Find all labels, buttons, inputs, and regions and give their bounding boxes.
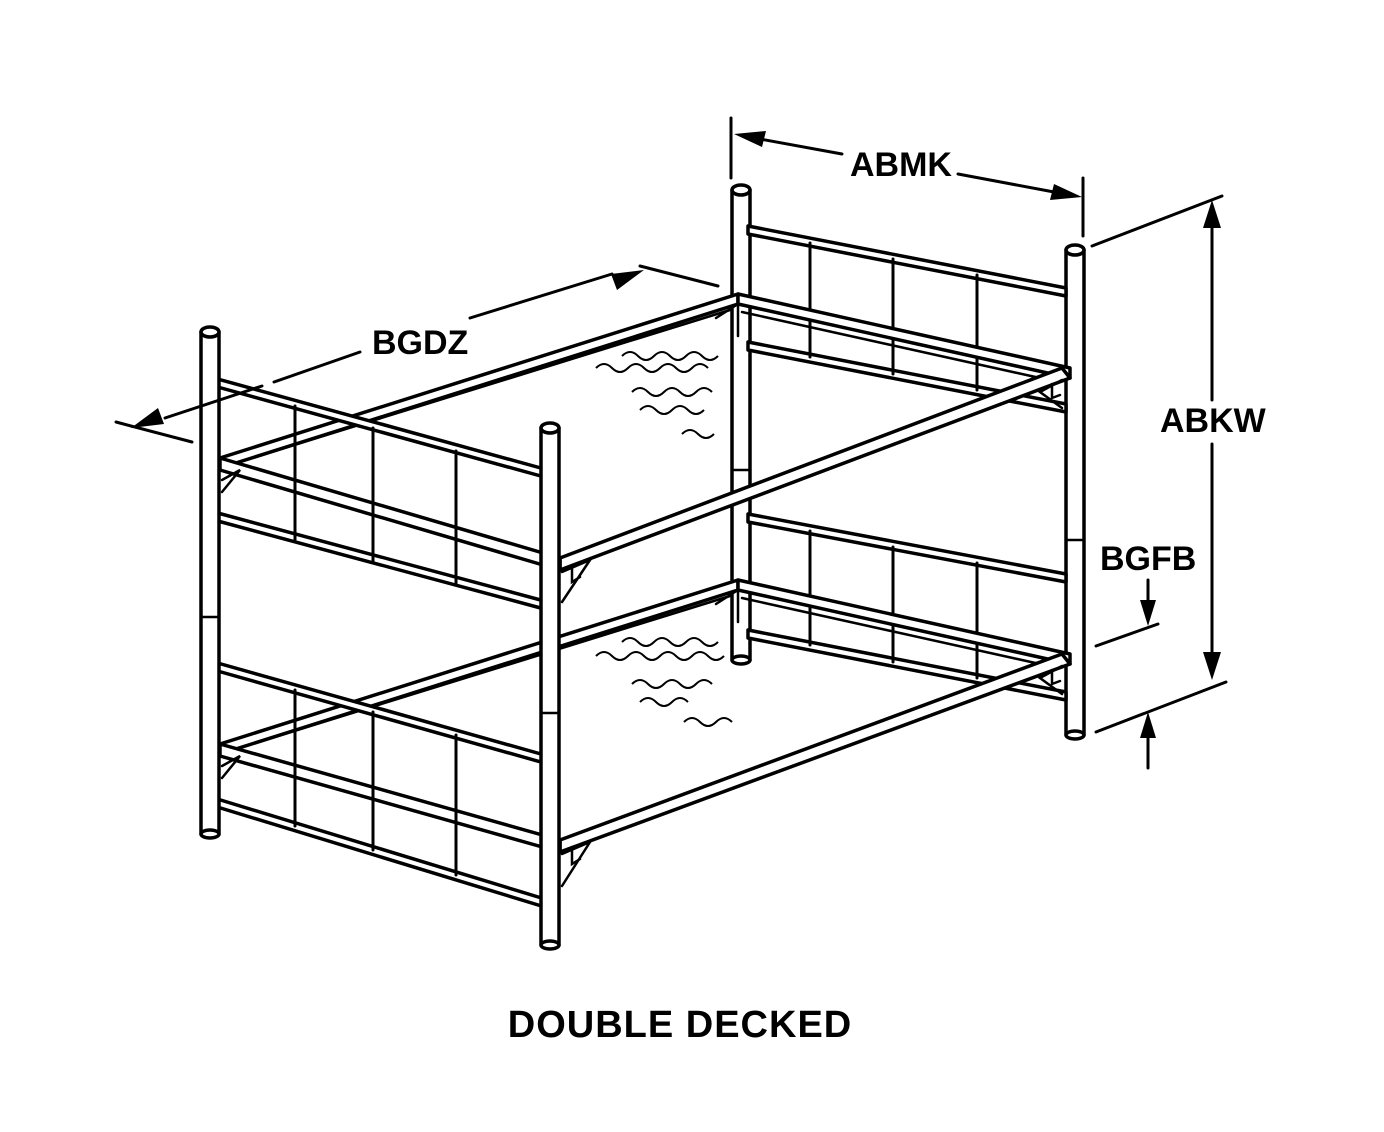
- diagram-caption: DOUBLE DECKED: [507, 1004, 853, 1046]
- lower-deck-frame: [218, 578, 1072, 888]
- dimension-bgfb: BGFB: [1094, 540, 1196, 770]
- upper-deck-frame: [218, 292, 1072, 604]
- label-bgfb: BGFB: [1100, 540, 1196, 578]
- label-bgdz: BGDZ: [372, 324, 468, 362]
- lower-spring-lines: [595, 637, 733, 727]
- label-abkw: ABKW: [1160, 402, 1267, 440]
- upper-spring-lines: [595, 351, 719, 439]
- dimension-bgdz: BGDZ: [114, 264, 720, 444]
- label-abmk: ABMK: [850, 146, 952, 184]
- front-frame: [199, 325, 561, 951]
- dimension-abkw: ABKW: [1090, 194, 1267, 734]
- dimension-abmk: ABMK: [729, 116, 1085, 238]
